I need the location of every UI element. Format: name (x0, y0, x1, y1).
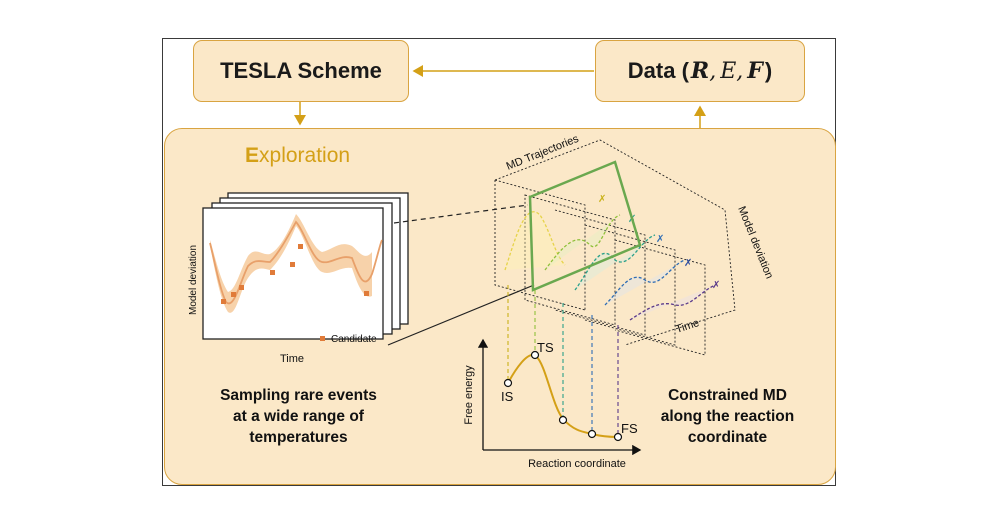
tesla-scheme-box: TESLA Scheme (193, 40, 409, 102)
data-symbol-e: E, (720, 58, 744, 84)
label-fs: FS (621, 421, 638, 436)
data-symbol-f: F (747, 58, 763, 84)
trajectories-ylabel: Model deviation (735, 205, 775, 281)
svg-text:✗: ✗ (684, 258, 692, 269)
svg-text:✗: ✗ (656, 234, 664, 245)
left-plot-ylabel: Model deviation (188, 245, 199, 315)
trajectories-title: MD Trajectories (505, 133, 581, 173)
data-symbol-r: R, (690, 58, 717, 84)
energy-xlabel: Reaction coordinate (528, 458, 626, 470)
legend-swatch (320, 336, 325, 341)
legend-candidate: Candidate (331, 334, 377, 345)
right-caption-line-2: along the reaction (660, 408, 795, 425)
right-caption: Constrained MD along the reaction coordi… (630, 385, 825, 448)
right-caption-line-3: coordinate (687, 429, 768, 446)
trajectories-xlabel: Time (674, 317, 701, 336)
left-plot: Candidate Model deviation Time (188, 214, 383, 365)
deviation-curve (209, 220, 383, 305)
data-suffix: ) (764, 58, 773, 83)
trajectory-slices (494, 139, 736, 356)
zoom-line-top (393, 204, 529, 224)
highlight-frame (528, 160, 642, 292)
left-caption-line-1: Sampling rare events (220, 387, 377, 404)
projection-lines (507, 285, 619, 437)
label-ts: TS (537, 340, 554, 355)
label-is: IS (501, 389, 514, 404)
exploration-title: Exploration (245, 144, 351, 167)
right-caption-line-1: Constrained MD (668, 387, 787, 404)
left-caption-line-3: temperatures (249, 429, 348, 446)
svg-text:✗: ✗ (712, 280, 720, 291)
data-prefix: Data ( (627, 58, 689, 83)
data-box: Data ( R, E, F ) (595, 40, 805, 102)
left-caption: Sampling rare events at a wide range of … (196, 385, 401, 448)
svg-text:✗: ✗ (598, 194, 606, 205)
trajectory-curves (504, 211, 716, 321)
left-plot-xlabel: Time (280, 353, 304, 365)
zoom-line-bottom (387, 284, 535, 346)
energy-ylabel: Free energy (463, 365, 475, 425)
plot-stack (202, 192, 409, 340)
energy-plot: TS IS FS Free energy Reaction coordinate (463, 338, 642, 470)
tesla-scheme-label: TESLA Scheme (220, 58, 382, 83)
candidate-points (221, 244, 369, 304)
energy-points (503, 350, 623, 442)
left-caption-line-2: at a wide range of (233, 408, 364, 425)
